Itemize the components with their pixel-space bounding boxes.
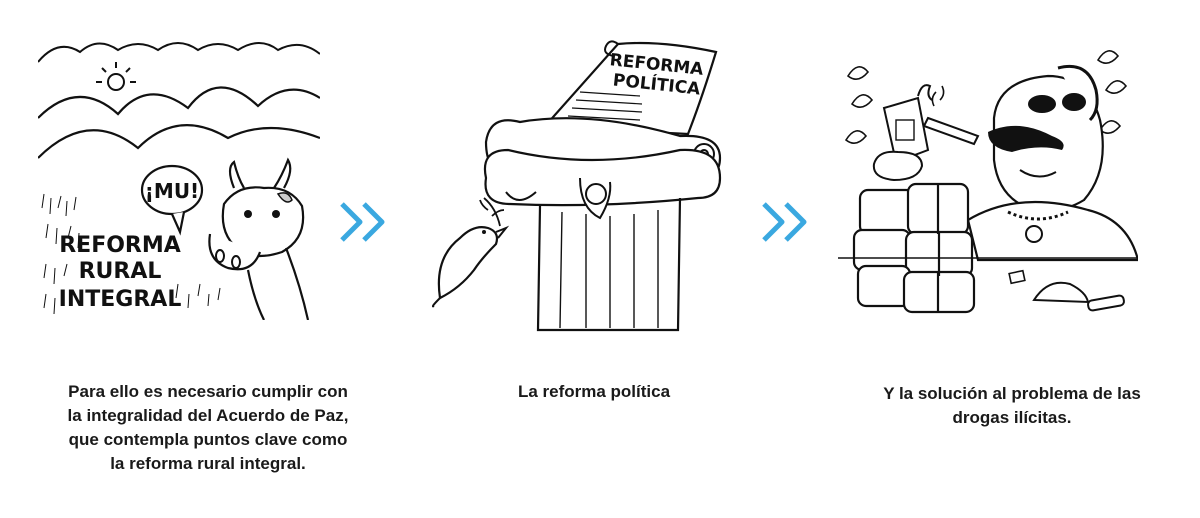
panel-drogas-illustration bbox=[838, 40, 1138, 322]
sun-icon bbox=[96, 62, 136, 91]
lettering-line-3: INTEGRAL bbox=[59, 287, 182, 312]
leaves-decoration bbox=[844, 50, 1128, 144]
cow-illustration bbox=[208, 157, 310, 320]
lettering-line-1: REFORMA bbox=[59, 233, 181, 258]
lettering-line-2: RURAL bbox=[79, 259, 162, 284]
man-illustration bbox=[922, 64, 1138, 262]
panel-rural-illustration: ¡MU! REFORMA RURAL INTEGRAL bbox=[38, 38, 320, 320]
arrow-1 bbox=[338, 200, 394, 249]
speech-bubble-text: ¡MU! bbox=[145, 179, 199, 203]
drug-bundles-illustration bbox=[852, 182, 976, 314]
arrow-2 bbox=[760, 200, 816, 249]
caption-rural: Para ello es necesario cumplir con la in… bbox=[67, 382, 349, 473]
caption-drogas: Y la solución al problema de las drogas … bbox=[883, 384, 1141, 427]
double-chevron-right-icon bbox=[340, 202, 385, 242]
burning-bill-illustration bbox=[872, 84, 933, 182]
dove-illustration bbox=[431, 197, 510, 308]
caption-politica: La reforma política bbox=[517, 382, 671, 401]
double-chevron-right-icon bbox=[762, 202, 807, 242]
panel-politica-illustration: REFORMA POLÍTICA bbox=[430, 38, 730, 334]
